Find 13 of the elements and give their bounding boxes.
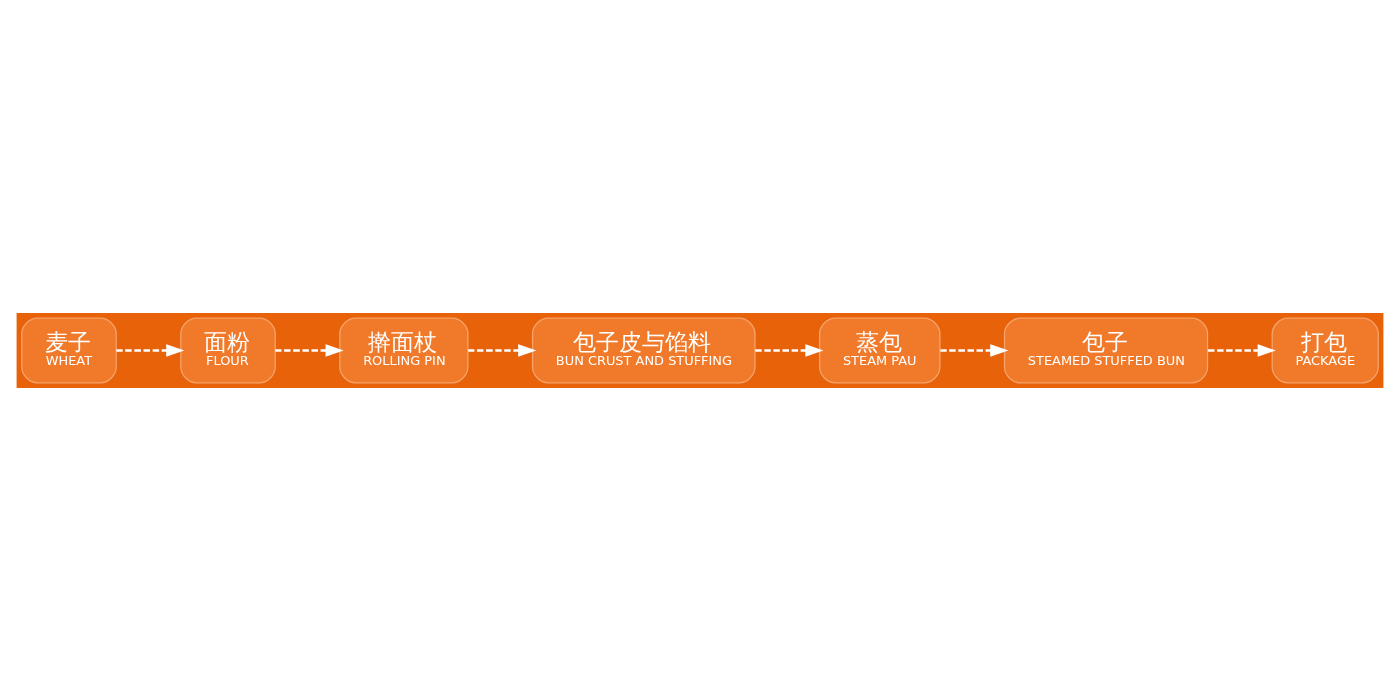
node-box: 蒸包 STEAM PAU [818,317,941,383]
arrow [755,343,824,357]
arrow [940,343,1009,357]
node-box: 包子 STEAMED STUFFED BUN [1003,317,1209,383]
arrow [1208,343,1276,357]
arrow [116,343,185,357]
node-box: 面粉 FLOUR [180,317,276,383]
node-box: 擀面杖 ROLLING PIN [339,317,469,383]
node-box: 包子皮与馅料 BUN CRUST AND STUFFING [531,317,756,383]
node-box: 麦子 WHEAT [21,317,117,383]
node-box: 打包 PACKAGE [1271,317,1379,383]
arrow [275,343,344,357]
arrow [468,343,537,357]
